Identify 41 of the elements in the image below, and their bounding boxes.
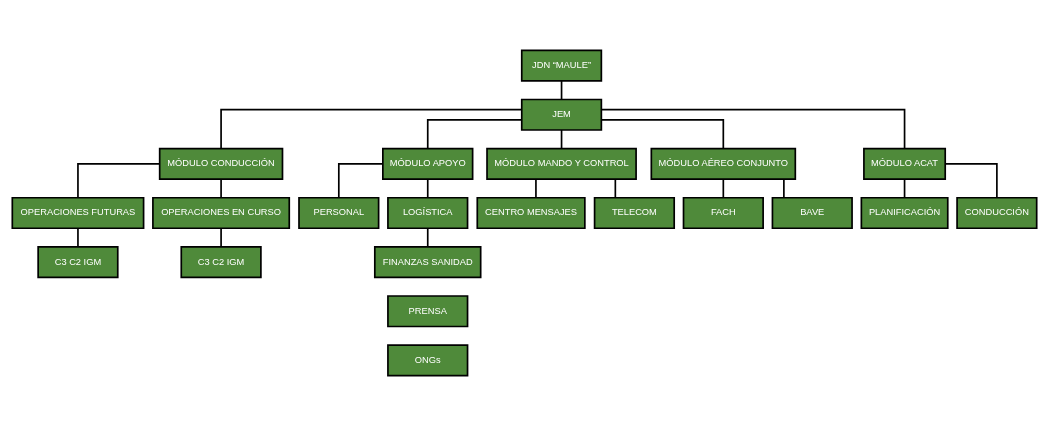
- connector: [77, 226, 79, 248]
- connector: [535, 177, 537, 198]
- node-box: OPERACIONES EN CURSO: [152, 196, 291, 229]
- node-box: MÓDULO MANDO Y CONTROL: [486, 147, 637, 180]
- node-box: C3 C2 IGM: [37, 245, 119, 278]
- node-box: MÓDULO AÉREO CONJUNTO: [650, 147, 797, 180]
- node-box: OPERACIONES FUTURAS: [11, 196, 145, 229]
- connector: [426, 177, 429, 198]
- node-box: JEM: [520, 98, 603, 131]
- node-box: CONDUCCIÓN: [956, 196, 1038, 229]
- connector: [600, 118, 725, 149]
- node-box: CENTRO MENSAJES: [476, 196, 586, 229]
- connector: [783, 177, 785, 198]
- connector: [220, 108, 523, 149]
- connector: [77, 162, 161, 199]
- node-box: C3 C2 IGM: [180, 245, 262, 278]
- node-box: PLANIFICACIÓN: [860, 196, 949, 229]
- connector: [722, 177, 725, 198]
- node-box: MÓDULO APOYO: [382, 147, 474, 180]
- node-box: PRENSA: [387, 294, 469, 327]
- connector: [560, 79, 563, 100]
- connector: [426, 118, 523, 149]
- node-box: FINANZAS SANIDAD: [373, 245, 482, 278]
- connector: [600, 108, 906, 149]
- node-box: FACH: [682, 196, 764, 229]
- node-box: ONGs: [387, 343, 469, 376]
- connector: [903, 177, 906, 198]
- node-box: MÓDULO ACAT: [863, 147, 947, 180]
- connector: [426, 226, 429, 248]
- connector: [560, 128, 563, 149]
- node-box: PERSONAL: [298, 196, 380, 229]
- connector: [944, 162, 998, 199]
- connector: [220, 226, 222, 248]
- node-box: MÓDULO CONDUCCIÓN: [158, 147, 284, 180]
- connector: [220, 177, 222, 198]
- node-box: JDN “MAULE”: [520, 49, 603, 82]
- connector: [337, 162, 384, 199]
- node-box: TELECOM: [593, 196, 676, 229]
- connector: [614, 177, 617, 198]
- node-box: LOGÍSTICA: [387, 196, 469, 229]
- node-box: BAVE: [771, 196, 853, 229]
